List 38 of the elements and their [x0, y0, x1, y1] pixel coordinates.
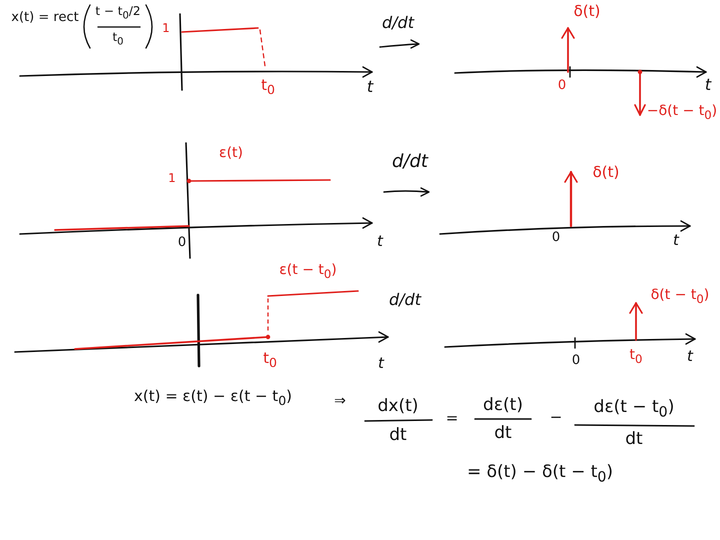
- tick-label: 0: [178, 236, 186, 250]
- axis-label: t: [673, 232, 679, 248]
- signal-label: −δ(t − t$_{0}$): [646, 104, 718, 122]
- derivative-operator: d/dt: [389, 291, 421, 309]
- axis-label: t: [704, 76, 712, 94]
- signal-label: δ(t): [574, 3, 600, 20]
- derivative-operator: d/dt: [392, 152, 428, 172]
- numerator: dx(t): [378, 397, 418, 416]
- formula-text: x(t) = rect: [11, 11, 79, 26]
- numerator: dε(t): [483, 396, 523, 415]
- tick-label: 0: [572, 354, 580, 368]
- equation: = δ(t) − δ(t − t$_{0}$): [466, 463, 614, 486]
- denominator: dt: [389, 426, 407, 445]
- axis-label: t: [687, 348, 693, 364]
- axis-label: t: [378, 355, 384, 372]
- tick-label: t$_{0}$: [630, 348, 642, 366]
- amplitude-label: 1: [168, 172, 176, 186]
- signal-label: ε(t): [219, 146, 243, 162]
- tick-label: 0: [558, 79, 566, 94]
- axis-label: t: [377, 233, 383, 250]
- minus-sign: −: [550, 409, 562, 426]
- axis-label: t: [366, 78, 374, 96]
- denominator: dt: [625, 430, 643, 449]
- numerator: dε(t − t$_{0}$): [594, 398, 674, 421]
- signal-label: δ(t − t$_{0}$): [650, 288, 710, 306]
- equals-sign: =: [446, 410, 458, 426]
- derivative-operator: d/dt: [382, 14, 414, 32]
- denominator: dt: [494, 424, 512, 443]
- signal-label: δ(t): [592, 164, 620, 180]
- denominator: t$_{0}$: [112, 31, 124, 48]
- equation: x(t) = ε(t) − ε(t − t$_{0}$): [134, 388, 292, 408]
- implies-sign: ⇒: [334, 394, 346, 410]
- tick-label: t$_{0}$: [263, 350, 277, 370]
- signal-label: ε(t − t$_{0}$): [279, 263, 337, 281]
- tick-label: t$_{0}$: [261, 77, 275, 97]
- numerator: t − t$_{0}$/2: [95, 5, 141, 22]
- amplitude-label: 1: [162, 22, 170, 36]
- tick-label: 0: [552, 231, 560, 246]
